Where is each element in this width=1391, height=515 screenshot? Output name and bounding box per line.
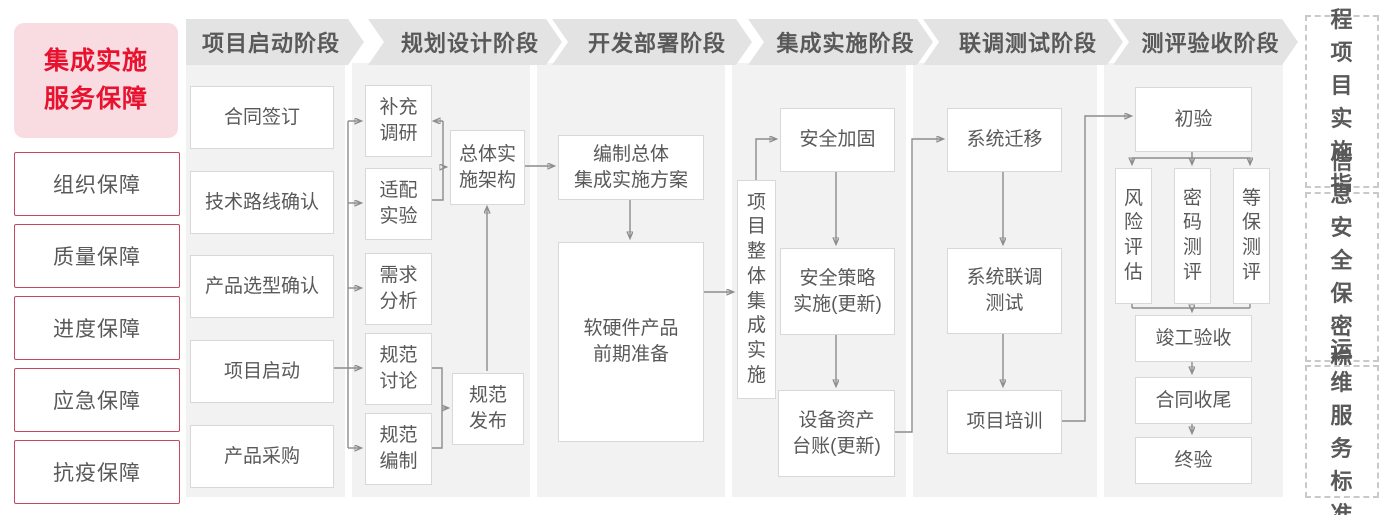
guarantee-item-schedule: 进度保障 — [14, 296, 180, 360]
guarantee-item-epidemic: 抗疫保障 — [14, 440, 180, 504]
flow-node-system-joint-debug-test: 系统联调 测试 — [947, 248, 1062, 334]
standard-engineering-project-guide: 工程 项目 实施 指引 — [1305, 7, 1379, 230]
flow-node-asset-ledger-update: 设备资产 台账(更新) — [778, 390, 895, 477]
flow-node-final-acceptance: 终验 — [1135, 437, 1252, 484]
guarantee-item-emergency: 应急保障 — [14, 368, 180, 432]
vertical-label: 等保测评 — [1241, 187, 1261, 283]
flow-node-crypto-evaluation: 密码测评 — [1174, 168, 1211, 304]
flow-node-overall-impl-architecture: 总体实 施架构 — [450, 130, 525, 205]
phase-banner-dev-deployment: 开发部署阶段 — [552, 19, 752, 65]
flow-node-hw-sw-preparation: 软硬件产品 前期准备 — [558, 242, 704, 442]
phase-banner-project-kickoff: 项目启动阶段 — [186, 19, 364, 65]
flow-node-tech-route-confirm: 技术路线确认 — [190, 171, 334, 234]
sidebar-title-integration-service-guarantee: 集成实施 服务保障 — [14, 23, 178, 138]
flow-node-spec-discussion: 规范 讨论 — [365, 333, 432, 405]
guarantee-item-quality: 质量保障 — [14, 224, 180, 288]
phase-banner-planning-design: 规划设计阶段 — [368, 19, 562, 65]
flow-node-completion-acceptance: 竣工验收 — [1135, 315, 1252, 362]
flow-node-project-kickoff: 项目启动 — [190, 340, 334, 403]
flow-node-contract-signing: 合同签订 — [190, 86, 334, 149]
flow-node-system-migration: 系统迁移 — [947, 108, 1062, 172]
standard-om-service: 运维 服务 标准 — [1305, 337, 1379, 515]
flow-node-supplementary-research: 补充 调研 — [365, 85, 432, 157]
flow-node-product-selection: 产品选型确认 — [190, 255, 334, 318]
flow-node-spec-drafting: 规范 编制 — [365, 413, 432, 485]
flow-node-project-overall-integration: 项目整体集成实施 — [737, 180, 776, 399]
flow-node-overall-integration-plan: 编制总体 集成实施方案 — [558, 135, 704, 200]
phase-banner-joint-debug-test: 联调测试阶段 — [923, 19, 1123, 65]
flow-node-security-hardening: 安全加固 — [780, 108, 895, 172]
flow-node-requirement-analysis: 需求 分析 — [365, 253, 432, 325]
flow-node-project-training: 项目培训 — [947, 390, 1062, 454]
flow-node-security-policy-impl: 安全策略 实施(更新) — [780, 248, 895, 335]
phase-banner-label: 测评验收阶段 — [1141, 31, 1280, 56]
phase-banner-label: 联调测试阶段 — [958, 31, 1097, 56]
flow-node-contract-closure: 合同收尾 — [1135, 377, 1252, 424]
vertical-label: 项目整体集成实施 — [746, 191, 766, 386]
flow-node-product-procurement: 产品采购 — [190, 425, 334, 488]
phase-banner-label: 集成实施阶段 — [776, 31, 915, 56]
flow-node-risk-assessment: 风险评估 — [1115, 168, 1152, 304]
vertical-label: 密码测评 — [1182, 187, 1202, 283]
vertical-label: 风险评估 — [1123, 187, 1143, 283]
phase-banner-label: 规划设计阶段 — [400, 31, 539, 56]
flow-node-adaptation-test: 适配 实验 — [365, 168, 432, 240]
flow-node-initial-acceptance: 初验 — [1135, 87, 1252, 152]
flow-node-spec-release: 规范 发布 — [452, 373, 524, 445]
flow-node-classified-protection-evaluation: 等保测评 — [1233, 168, 1270, 304]
phase-banner-integration-impl: 集成实施阶段 — [748, 19, 933, 65]
phase-banner-label: 开发部署阶段 — [587, 31, 726, 56]
guarantee-item-organization: 组织保障 — [14, 152, 180, 216]
phase-banner-eval-acceptance: 测评验收阶段 — [1113, 19, 1298, 65]
phase-banner-label: 项目启动阶段 — [201, 31, 340, 56]
